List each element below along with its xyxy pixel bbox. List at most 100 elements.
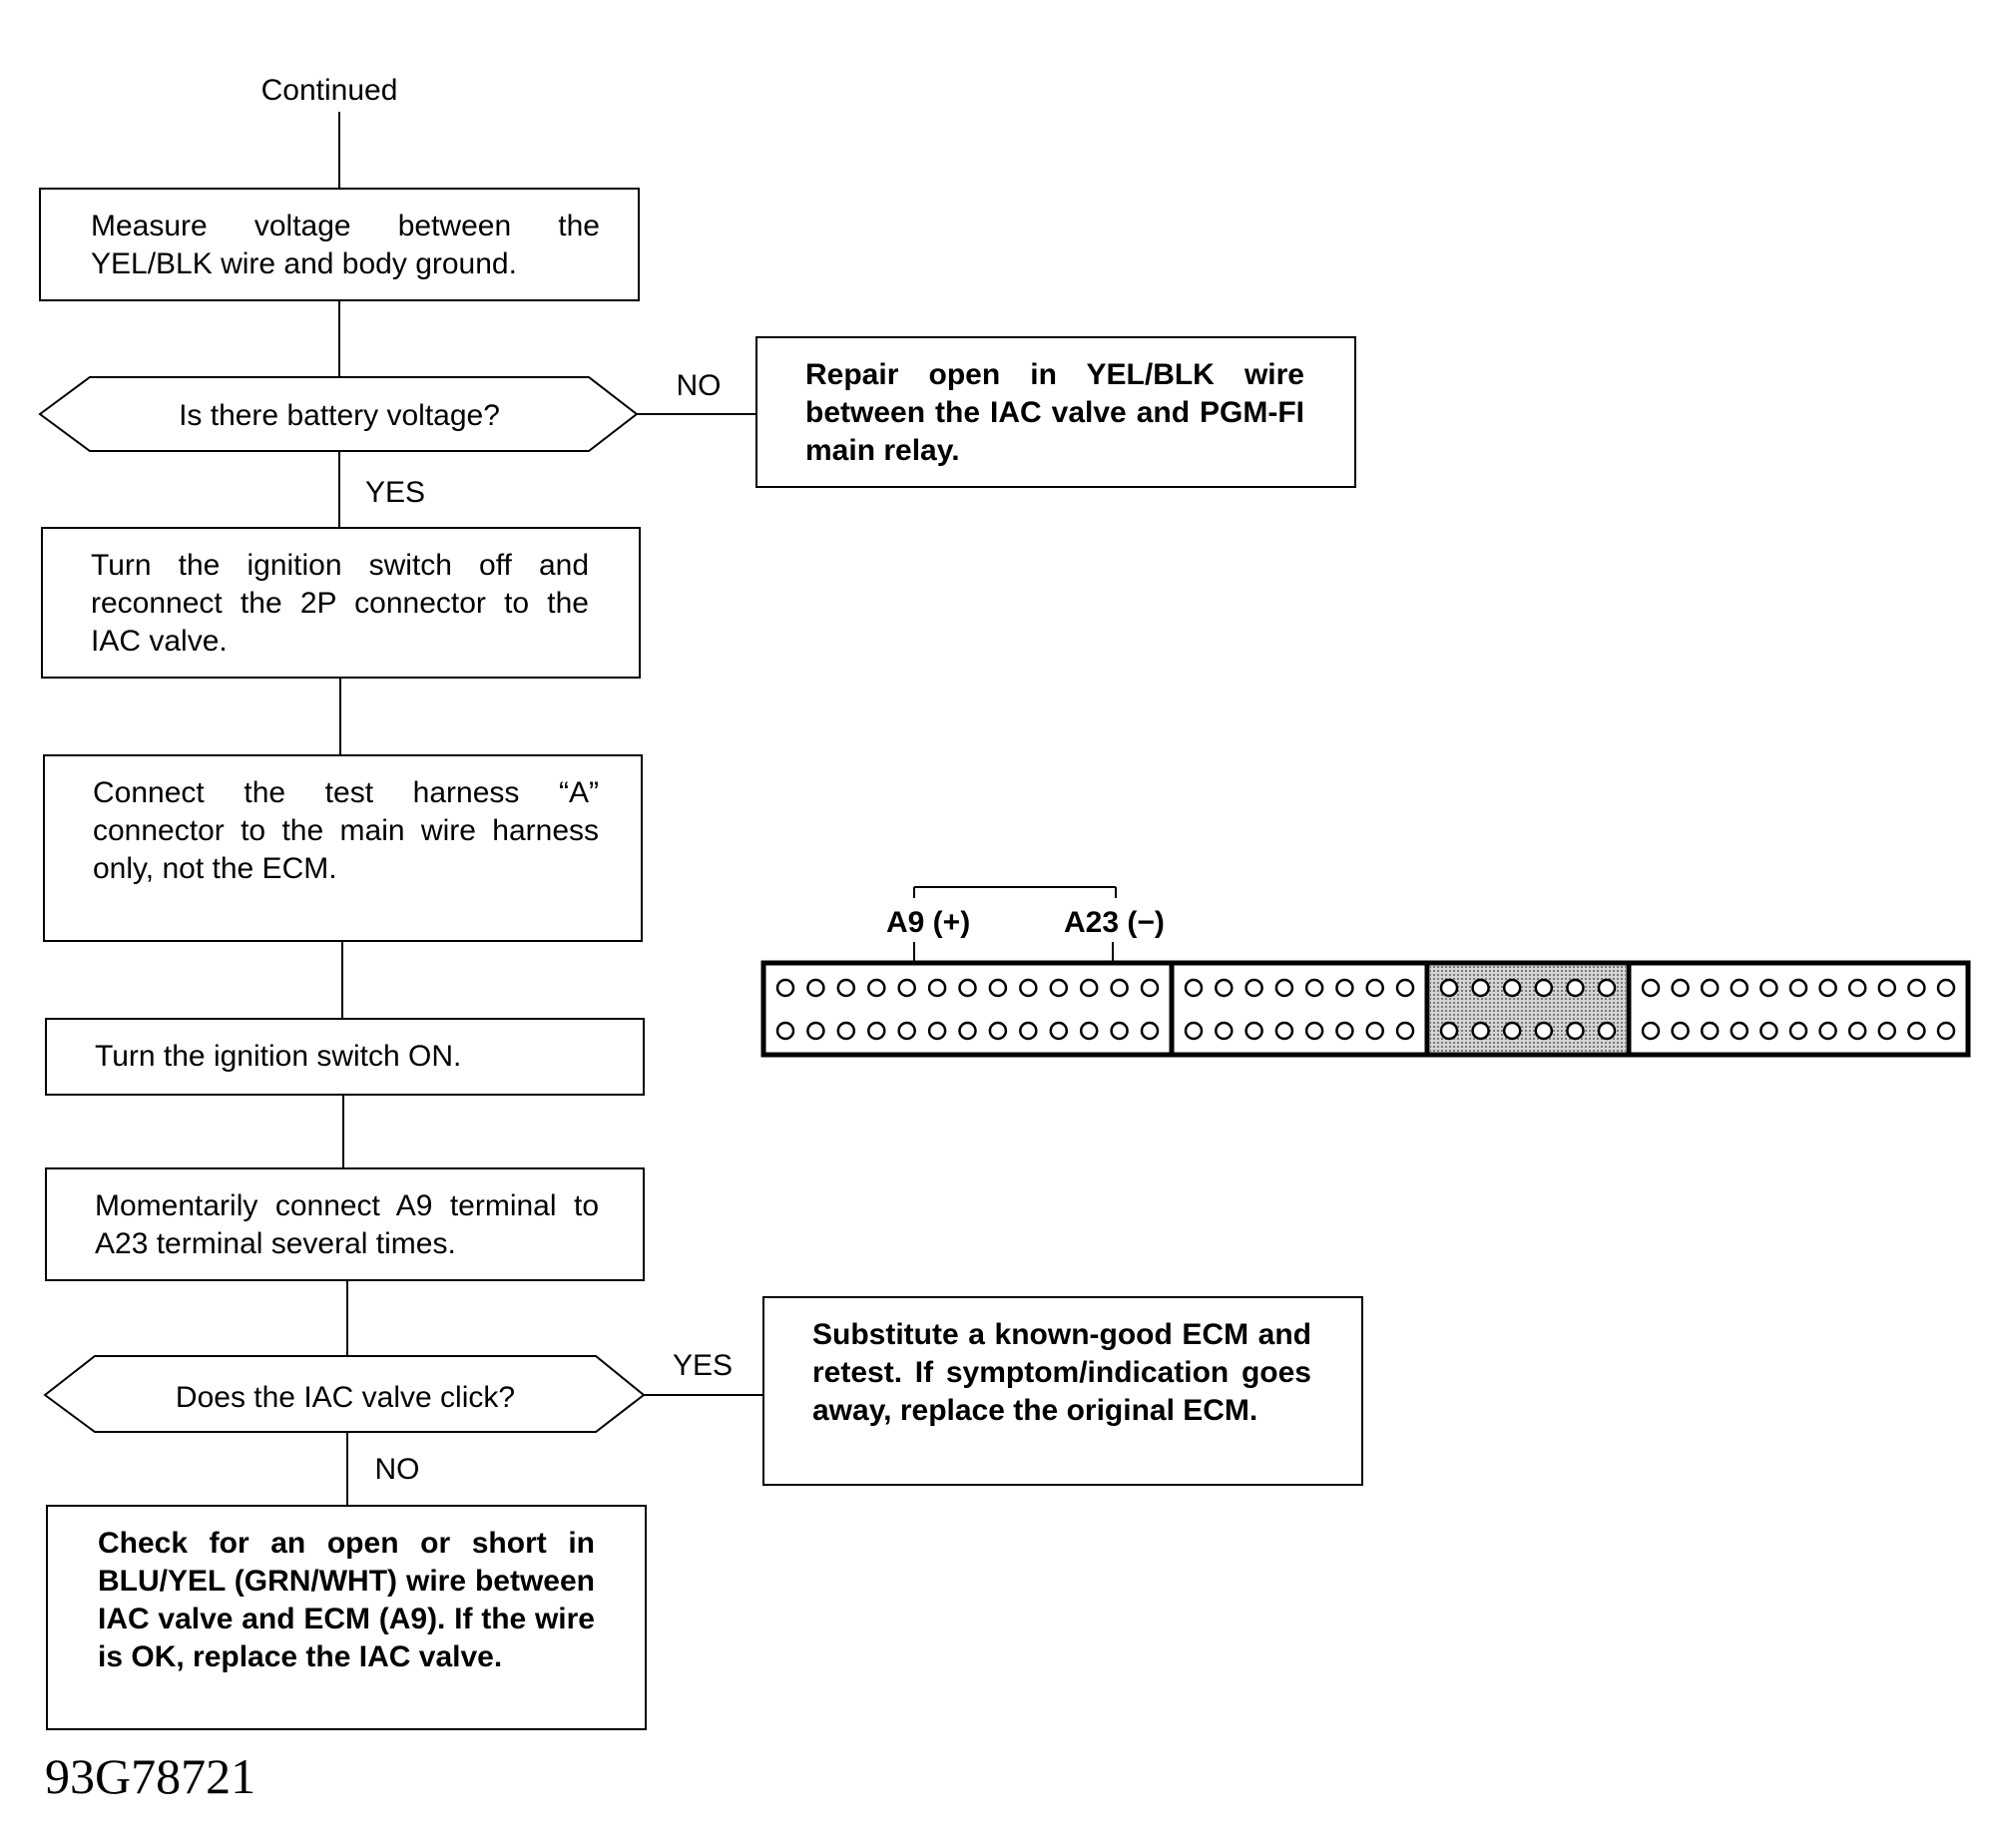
no-label-iac-click: NO bbox=[375, 1453, 420, 1486]
connector-pin bbox=[1335, 978, 1354, 998]
step-measure-voltage: Measure voltage between the YEL/BLK wire… bbox=[39, 188, 640, 301]
connector-section-shaded bbox=[1430, 966, 1626, 1052]
connector-pin bbox=[897, 978, 916, 998]
connector-pin bbox=[1566, 978, 1585, 998]
connector-pin bbox=[867, 978, 886, 998]
connector-pin bbox=[1534, 1021, 1554, 1041]
connector-pin bbox=[1274, 1021, 1294, 1041]
connector-pin bbox=[1335, 1021, 1354, 1041]
connector-pin bbox=[1215, 978, 1234, 998]
no-label-battery: NO bbox=[677, 369, 722, 402]
decision-iac-click: Does the IAC valve click? bbox=[176, 1381, 515, 1414]
connector-pin bbox=[806, 978, 825, 998]
connector-pin bbox=[1049, 1021, 1069, 1041]
yes-label-battery: YES bbox=[365, 476, 425, 509]
connector-pin bbox=[1184, 1021, 1204, 1041]
connector-pin bbox=[1759, 978, 1778, 998]
connector-pin bbox=[1274, 978, 1294, 998]
connector-pin bbox=[1019, 978, 1038, 998]
connector-pin bbox=[1245, 978, 1263, 998]
ecm-connector: A9 (+) A23 (−) bbox=[760, 886, 1971, 1058]
connector-pin bbox=[1671, 978, 1690, 998]
connector-pin bbox=[1788, 978, 1808, 998]
decision-iac-click-shape bbox=[43, 1355, 646, 1433]
connector-pin bbox=[867, 1021, 886, 1041]
connector-pin bbox=[1079, 1021, 1099, 1041]
connector-pin bbox=[1759, 1021, 1778, 1041]
connector-pin bbox=[1019, 1021, 1038, 1041]
connector-pin bbox=[1502, 1021, 1522, 1041]
connector-pin bbox=[958, 978, 977, 998]
connector-pin bbox=[1502, 978, 1522, 998]
connector-pin bbox=[1184, 978, 1204, 998]
result-substitute-ecm: Substitute a known-good ECM and retest. … bbox=[762, 1296, 1363, 1486]
connector-pin bbox=[775, 1021, 795, 1041]
connector-pin bbox=[1439, 1021, 1459, 1041]
connector-pin bbox=[1215, 1021, 1234, 1041]
yes-label-iac-click: YES bbox=[673, 1349, 733, 1382]
continued-label: Continued bbox=[261, 74, 398, 107]
connector-pin bbox=[1597, 978, 1617, 998]
connector-pin bbox=[1671, 1021, 1690, 1041]
flow-lines bbox=[338, 112, 763, 1507]
terminal-a9-label: A9 (+) bbox=[886, 906, 970, 939]
connector-pin bbox=[1140, 978, 1160, 998]
connector-pin bbox=[836, 1021, 856, 1041]
connector-pin bbox=[1079, 978, 1099, 998]
connector-pin bbox=[1877, 978, 1897, 998]
connector-pin bbox=[775, 978, 795, 998]
connector-pin bbox=[927, 1021, 947, 1041]
connector-pin bbox=[1847, 978, 1867, 998]
step-reconnect-connector: Turn the ignition switch off and reconne… bbox=[41, 527, 641, 679]
connector-pin bbox=[1907, 978, 1926, 998]
step-ignition-on: Turn the ignition switch ON. bbox=[45, 1018, 645, 1096]
connector-pin bbox=[897, 1021, 916, 1041]
step-connect-test-harness: Connect the test harness “A” connector t… bbox=[43, 754, 643, 942]
connector-pin bbox=[1597, 1021, 1617, 1041]
connector-pin bbox=[958, 1021, 977, 1041]
connector-pin bbox=[1730, 978, 1749, 998]
connector-pin bbox=[1907, 1021, 1926, 1041]
connector-pin bbox=[836, 978, 856, 998]
connector-pin bbox=[1818, 978, 1837, 998]
connector-pin bbox=[1245, 1021, 1263, 1041]
terminal-a23-label: A23 (−) bbox=[1064, 906, 1165, 939]
connector-pin bbox=[1847, 1021, 1867, 1041]
connector-pin bbox=[1936, 978, 1956, 998]
diagram-code: 93G78721 bbox=[45, 1748, 256, 1804]
connector-pin bbox=[988, 1021, 1008, 1041]
result-check-open-short: Check for an open or short in BLU/YEL (G… bbox=[46, 1505, 647, 1730]
connector-pin bbox=[1641, 1021, 1661, 1041]
connector-pin bbox=[1730, 1021, 1749, 1041]
connector-pin bbox=[1049, 978, 1069, 998]
connector-pin bbox=[1700, 978, 1720, 998]
connector-body bbox=[760, 960, 1971, 1058]
connector-pin bbox=[1471, 978, 1490, 998]
connector-pin bbox=[1110, 1021, 1129, 1041]
connector-pin bbox=[1471, 1021, 1490, 1041]
connector-pin bbox=[1365, 1021, 1384, 1041]
connector-pin bbox=[1395, 1021, 1415, 1041]
connector-pin bbox=[1566, 1021, 1585, 1041]
connector-pin bbox=[806, 1021, 825, 1041]
result-repair-open-wire: Repair open in YEL/BLK wire between the … bbox=[755, 336, 1356, 488]
connector-pin bbox=[1395, 978, 1415, 998]
decision-battery-voltage: Is there battery voltage? bbox=[179, 399, 500, 432]
connector-pin bbox=[1788, 1021, 1808, 1041]
connector-pin bbox=[1110, 978, 1129, 998]
connector-pin bbox=[1439, 978, 1459, 998]
decision-battery-voltage-shape bbox=[38, 376, 639, 452]
connector-pin bbox=[1534, 978, 1554, 998]
connector-pin bbox=[1818, 1021, 1837, 1041]
connector-pin bbox=[1140, 1021, 1160, 1041]
connector-pin bbox=[1936, 1021, 1956, 1041]
connector-pin bbox=[1641, 978, 1661, 998]
connector-pin bbox=[1365, 978, 1384, 998]
connector-pin bbox=[927, 978, 947, 998]
step-connect-terminals: Momentarily connect A9 terminal to A23 t… bbox=[45, 1167, 645, 1281]
connector-pin bbox=[1304, 978, 1324, 998]
connector-pin bbox=[1700, 1021, 1720, 1041]
connector-pin bbox=[988, 978, 1008, 998]
connector-pin bbox=[1304, 1021, 1324, 1041]
